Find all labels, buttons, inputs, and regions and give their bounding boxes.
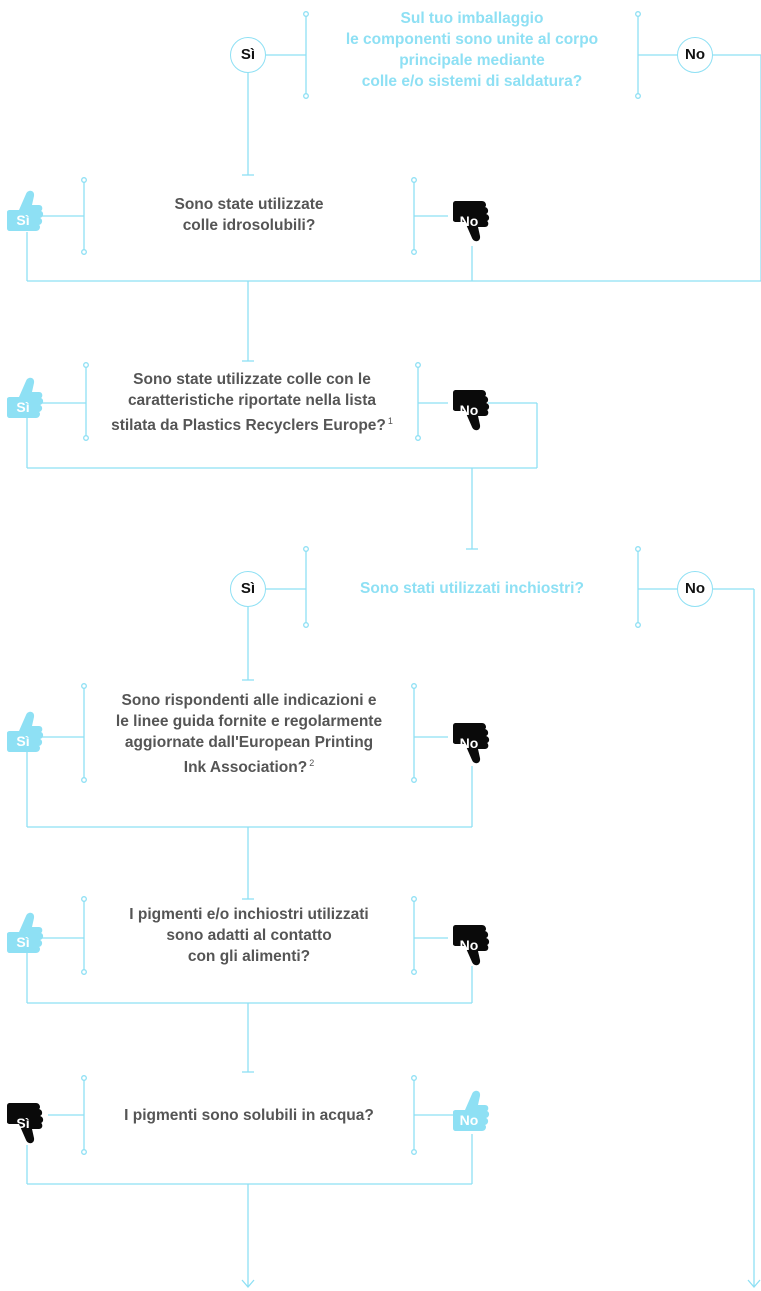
q6-bracket-right [411, 896, 417, 975]
q5-question: Sono rispondenti alle indicazioni e le l… [84, 690, 414, 778]
q1-question: Sul tuo imballaggio le componenti sono u… [306, 8, 638, 92]
q6-yes-thumbs-up-icon: Sì [6, 906, 48, 966]
q5-line-text: Ink Association? [183, 759, 308, 776]
q3-bracket-right [415, 362, 421, 441]
q5-line: le linee guida fornite e regolarmente [115, 713, 383, 730]
q3-line-text: stilata da Plastics Recyclers Europe? [111, 417, 386, 434]
q5-bracket-left [81, 683, 87, 783]
q6-yes-label: Sì [16, 934, 30, 950]
q4-bracket-left [303, 546, 309, 628]
q2-line: colle idrosolubili? [182, 217, 316, 234]
q6-no-thumbs-down-icon: No [452, 923, 494, 983]
q5-bracket-right [411, 683, 417, 783]
q2-no-label: No [459, 213, 479, 229]
q3-line: caratteristiche riportate nella lista [127, 392, 377, 409]
q7-yes-thumbs-down-icon: Sì [6, 1101, 48, 1161]
q6-line: con gli alimenti? [187, 948, 311, 965]
q2-yes-thumbs-up-icon: Sì [6, 184, 48, 244]
q1-yes-circle: Sì [230, 37, 266, 73]
q2-line: Sono state utilizzate [174, 196, 324, 213]
q7-question: I pigmenti sono solubili in acqua? [84, 1105, 414, 1126]
q7-yes-label: Sì [16, 1115, 30, 1131]
q6-line: I pigmenti e/o inchiostri utilizzati [129, 906, 369, 923]
q1-line: Sul tuo imballaggio [400, 10, 544, 27]
q3-yes-thumbs-up-icon: Sì [6, 371, 48, 431]
q5-no-thumbs-down-icon: No [452, 721, 494, 781]
q6-line: sono adatti al contatto [166, 927, 332, 944]
q4-line: Sono stati utilizzati inchiostri? [360, 580, 584, 597]
q4-bracket-right [635, 546, 641, 628]
q7-line: I pigmenti sono solubili in acqua? [124, 1107, 374, 1124]
q7-no-thumbs-up-icon: No [452, 1084, 494, 1144]
q3-line: stilata da Plastics Recyclers Europe?1 [86, 411, 418, 436]
q3-line: Sono state utilizzate colle con le [133, 371, 371, 388]
q6-question: I pigmenti e/o inchiostri utilizzati son… [84, 904, 414, 967]
q3-bracket-left [83, 362, 89, 441]
q5-yes-thumbs-up-icon: Sì [6, 705, 48, 765]
q5-footnote-marker: 2 [309, 758, 315, 768]
q3-yes-label: Sì [16, 399, 30, 415]
q4-yes-circle: Sì [230, 571, 266, 607]
q6-no-label: No [459, 937, 479, 953]
q1-line: principale mediante [399, 52, 545, 69]
q1-no-circle: No [677, 37, 713, 73]
q3-question: Sono state utilizzate colle con le carat… [86, 369, 418, 436]
q2-no-thumbs-down-icon: No [452, 199, 494, 259]
q1-line: le componenti sono unite al corpo [345, 31, 599, 48]
q5-line: aggiornate dall'European Printing [124, 734, 374, 751]
q5-no-label: No [459, 735, 479, 751]
q5-line: Sono rispondenti alle indicazioni e [121, 692, 377, 709]
q1-line: colle e/o sistemi di saldatura? [361, 73, 583, 90]
q5-line: Ink Association?2 [84, 753, 414, 778]
q5-yes-label: Sì [16, 733, 30, 749]
q3-footnote-marker: 1 [387, 416, 393, 426]
q4-no-circle: No [677, 571, 713, 607]
q2-yes-label: Sì [16, 212, 30, 228]
q7-no-label: No [459, 1112, 479, 1128]
q4-question: Sono stati utilizzati inchiostri? [306, 578, 638, 599]
q6-bracket-left [81, 896, 87, 975]
q2-question: Sono state utilizzate colle idrosolubili… [84, 194, 414, 236]
q3-no-thumbs-down-icon: No [452, 388, 494, 448]
q3-no-label: No [459, 402, 479, 418]
